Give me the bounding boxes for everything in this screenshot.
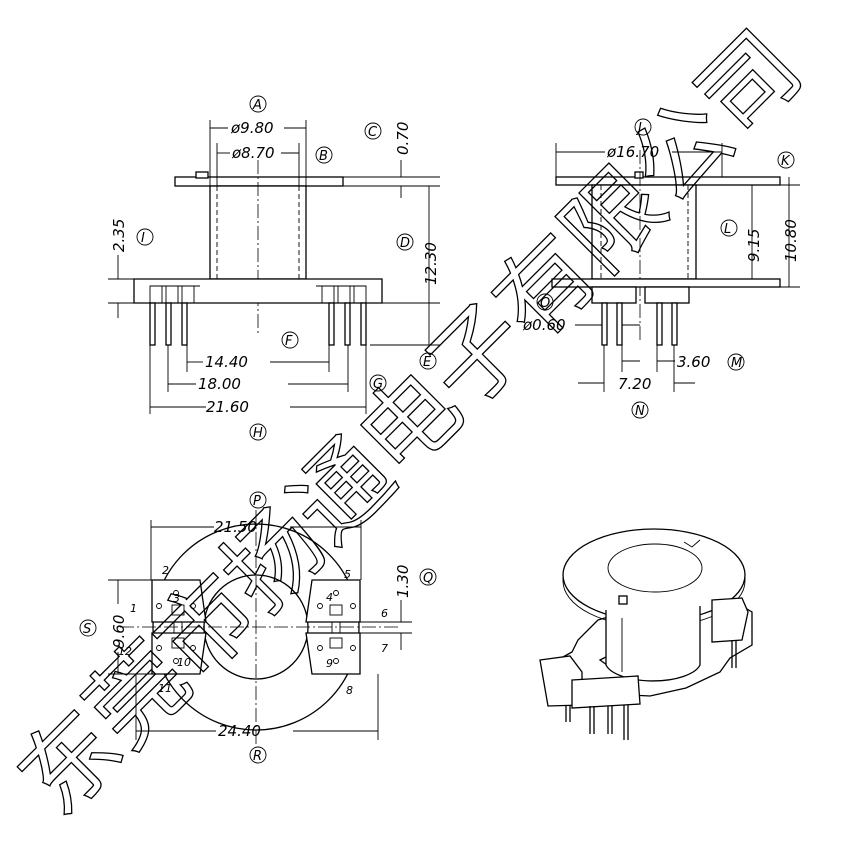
- pin-label: 9: [326, 657, 333, 670]
- callout-i: I: [141, 231, 145, 246]
- dim-a-text: ø9.80: [230, 119, 274, 137]
- callout-s: S: [83, 622, 91, 637]
- callout-d: D: [400, 236, 410, 251]
- dim-l-text: 9.15: [745, 229, 763, 262]
- front-view: ø9.80 A ø8.70 B 0.70 C 12.30 D E 2: [108, 95, 440, 441]
- dim-m-text: 3.60: [677, 353, 710, 371]
- dim-i-text: 2.35: [110, 219, 128, 252]
- dim-p-text: 21.50: [214, 518, 257, 536]
- callout-n: N: [635, 404, 645, 419]
- pin-label: 4: [326, 591, 333, 604]
- bottom-view: 1 2 3 4 5 6 7 8 9 10 11 12 21.50 P 1.30 …: [79, 491, 437, 764]
- callout-h: H: [253, 426, 263, 441]
- callout-o: O: [540, 296, 550, 311]
- pin-label: 3: [173, 592, 180, 605]
- callout-k: K: [781, 154, 791, 169]
- dim-d-text: 12.30: [422, 242, 440, 285]
- dim-h-text: 21.60: [206, 398, 249, 416]
- dim-k-text: 10.80: [782, 219, 800, 262]
- dim-j-text: ø16.70: [606, 143, 659, 161]
- side-view: ø16.70 J K 9.15 10.80 L ø0.60 O 3.60 M 7…: [522, 118, 800, 419]
- pin-label: 7: [381, 642, 388, 655]
- dim-b-text: ø8.70: [231, 144, 275, 162]
- callout-b: B: [319, 149, 328, 164]
- callout-c: C: [368, 125, 378, 140]
- callout-a: A: [252, 98, 262, 113]
- dim-n-text: 7.20: [618, 375, 651, 393]
- callout-f: F: [285, 334, 293, 349]
- callout-q: Q: [423, 571, 433, 586]
- dim-o-text: ø0.60: [522, 316, 566, 334]
- pin-label: 8: [346, 684, 353, 697]
- dim-f-text: 14.40: [205, 353, 248, 371]
- pin-label: 12: [118, 645, 132, 658]
- isometric-view: [539, 528, 753, 740]
- pin-label: 6: [381, 607, 388, 620]
- pin-label: 5: [344, 568, 351, 581]
- pin-label: 10: [177, 656, 191, 669]
- callout-l: L: [724, 222, 731, 237]
- pin-label: 11: [158, 682, 172, 695]
- dim-r-text: 24.40: [218, 722, 261, 740]
- callout-m: M: [731, 356, 742, 371]
- callout-e: E: [423, 355, 432, 370]
- callout-j: J: [635, 121, 642, 136]
- dim-s-text: 9.60: [110, 615, 128, 648]
- callout-r: R: [253, 749, 262, 764]
- callout-p: P: [253, 494, 261, 509]
- callout-g: G: [373, 377, 383, 392]
- dim-g-text: 18.00: [198, 375, 241, 393]
- pin-label: 1: [130, 602, 137, 615]
- dim-c-text: 0.70: [394, 122, 412, 155]
- dim-q-text: 1.30: [394, 565, 412, 598]
- pin-label: 2: [162, 564, 169, 577]
